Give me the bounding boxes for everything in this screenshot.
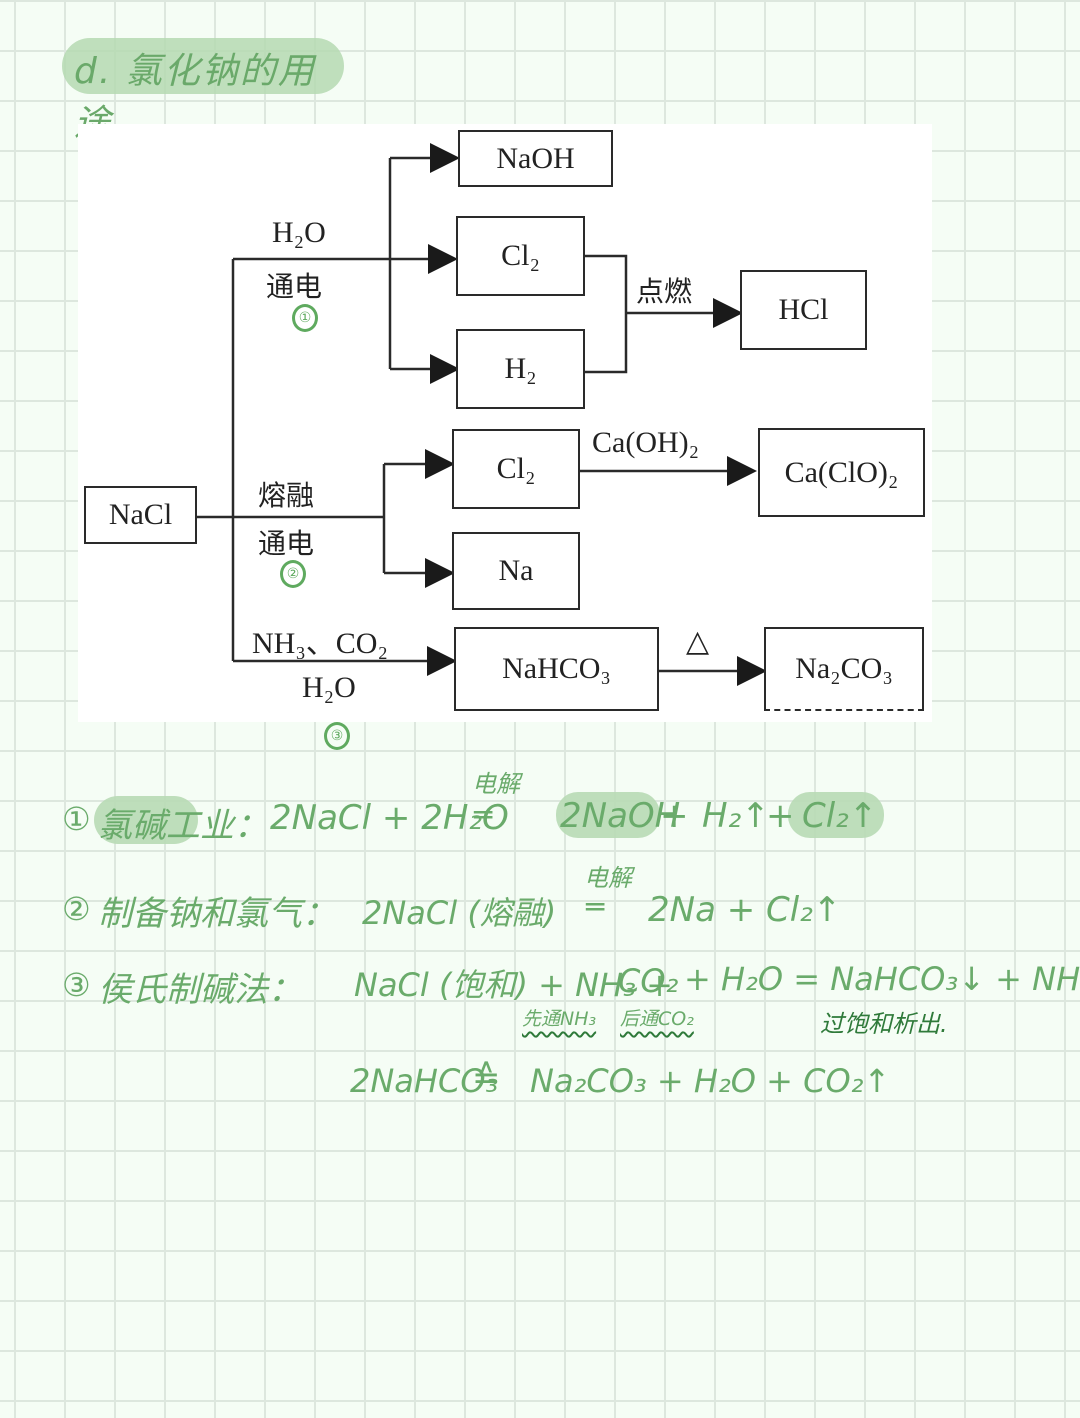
- note-2-equals: ═: [586, 890, 605, 925]
- node-nahco3: NaHCO₃: [454, 627, 659, 711]
- label-route2-electrolysis: 通电: [258, 527, 315, 560]
- highlight-naoh: [556, 792, 660, 838]
- note-2-products: 2Na + Cl₂↑: [648, 890, 842, 930]
- note-1-condition: 电解: [472, 770, 520, 798]
- note-3-products: + H₂O = NaHCO₃↓ + NH₄Cl: [684, 960, 1080, 998]
- note-3-supersaturated: 过饱和析出.: [820, 1010, 948, 1038]
- note-2-number: ②: [62, 890, 91, 928]
- connector-cl2-h2-join: [585, 254, 628, 374]
- note-1-equals: ═: [474, 798, 493, 833]
- label-nh3-co2: NH₃、CO₂: [252, 627, 388, 660]
- highlight-chlor-alkali: [94, 796, 198, 844]
- node-cl2-electrolysis: Cl₂: [456, 216, 585, 296]
- note-4-reactant: 2NaHCO₃: [350, 1062, 499, 1100]
- node-h2: H₂: [456, 329, 585, 409]
- marker-3: ③: [324, 722, 350, 750]
- label-route1-electrolysis: 通电: [266, 270, 323, 303]
- note-1-h2: H₂↑: [702, 796, 770, 836]
- note-1-label: 氯碱工业：: [98, 806, 268, 846]
- note-1-number: ①: [62, 800, 91, 838]
- highlight-cl2: [788, 792, 884, 838]
- note-3-reactants: NaCl (饱和) + NH₃ +: [354, 966, 673, 1004]
- note-1-cl2: Cl₂↑: [802, 796, 878, 836]
- section-title: d. 氯化钠的用途: [62, 38, 344, 144]
- note-1-naoh: 2NaOH: [560, 796, 681, 836]
- note-2-condition: 电解: [584, 864, 632, 892]
- label-calcium-hydroxide: Ca(OH)₂: [592, 426, 700, 459]
- node-ca-clo-2: Ca(ClO)₂: [758, 428, 925, 517]
- node-nacl: NaCl: [84, 486, 197, 544]
- note-3-label: 侯氏制碱法：: [98, 970, 302, 1010]
- node-naoh: NaOH: [458, 130, 613, 187]
- note-3-co2-after: 后通CO₂: [620, 1008, 694, 1030]
- node-na2co3: Na₂CO₃: [764, 627, 924, 711]
- note-1-plus-1: +: [660, 796, 689, 836]
- label-route3-water: H₂O: [302, 671, 356, 704]
- label-route1-water: H₂O: [272, 216, 326, 249]
- note-2-label: 制备钠和氯气：: [98, 894, 336, 934]
- nacl-uses-flowchart: NaCl NaOH Cl₂ H₂ HCl Cl₂ Na Ca(ClO)₂ NaH…: [78, 124, 932, 722]
- flowchart-connectors: [196, 143, 767, 686]
- label-heat: △: [686, 625, 710, 658]
- note-1-plus-2: +: [766, 796, 795, 836]
- label-molten: 熔融: [258, 479, 315, 512]
- title-text: d. 氯化钠的用途: [74, 51, 316, 144]
- node-hcl: HCl: [740, 270, 867, 350]
- label-ignite: 点燃: [636, 275, 693, 308]
- title-highlight: [62, 38, 344, 94]
- node-na: Na: [452, 532, 580, 610]
- marker-2: ②: [280, 560, 306, 588]
- note-4-products: Na₂CO₃ + H₂O + CO₂↑: [530, 1062, 891, 1100]
- node-cl2-molten: Cl₂: [452, 429, 580, 509]
- note-3-co2: CO₂: [618, 962, 679, 1000]
- note-1-reactants: 2NaCl + 2H₂O: [270, 798, 509, 838]
- marker-1: ①: [292, 304, 318, 332]
- note-3-nh3-first: 先通NH₃: [522, 1008, 597, 1030]
- note-3-number: ③: [62, 966, 91, 1004]
- note-4-heat-equals: ≙: [472, 1058, 501, 1098]
- note-2-reactants: 2NaCl (熔融): [362, 894, 557, 932]
